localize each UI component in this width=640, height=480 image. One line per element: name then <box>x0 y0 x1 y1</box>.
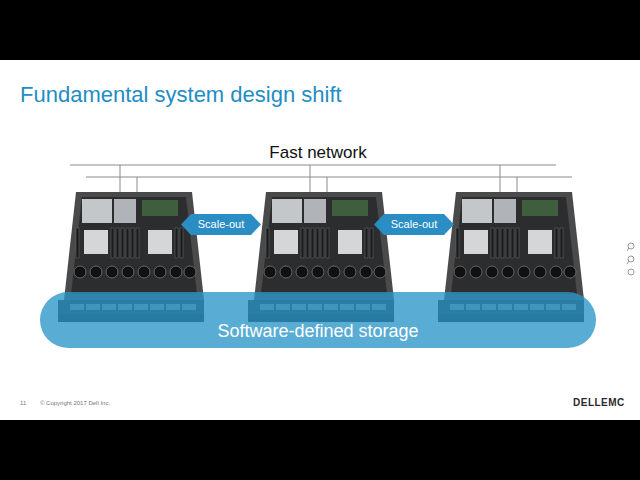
scale-out-arrow: Scale-out <box>181 214 261 235</box>
scale-out-arrow: Scale-out <box>374 214 454 235</box>
node-text: Software-defined storage <box>217 321 418 342</box>
storage-band: Software-defined storage <box>40 292 596 348</box>
network-label: Fast network <box>269 143 366 163</box>
slide-number: 11 <box>20 400 26 406</box>
node-text: Scale-out <box>391 218 437 230</box>
logo-text: DELLEMC <box>573 397 625 408</box>
network-wires <box>70 165 572 196</box>
node-text: Scale-out <box>198 218 244 230</box>
copyright-note: © Copyright 2017 Dell Inc. <box>40 400 110 406</box>
zoom-icons <box>627 243 634 275</box>
slide-title: Fundamental system design shift <box>20 82 342 108</box>
